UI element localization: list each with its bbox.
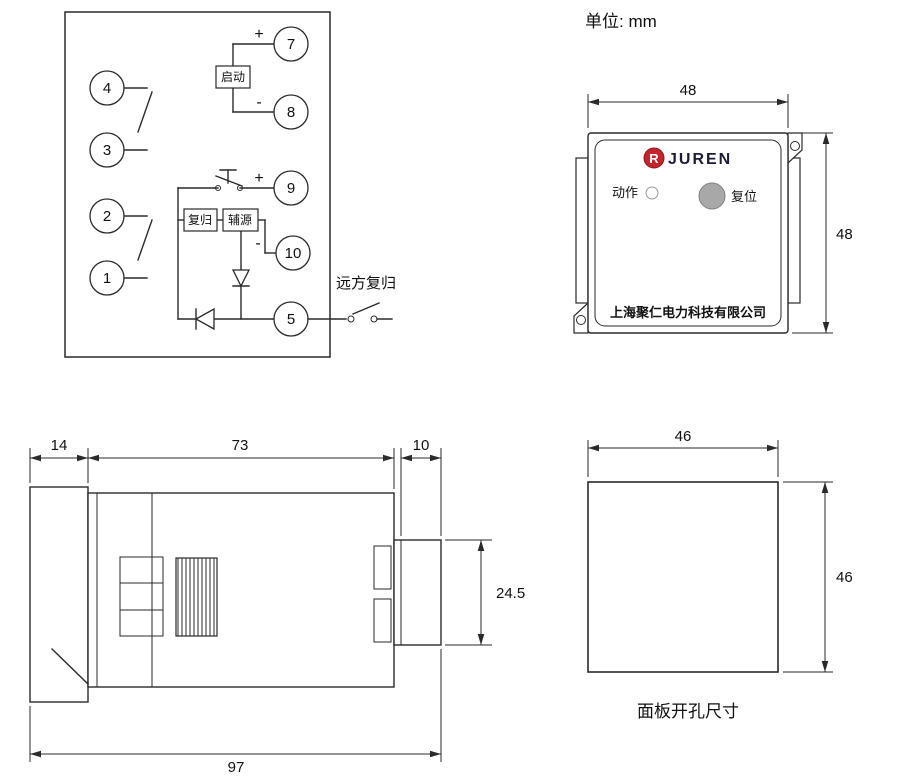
mount-rail-left [575,157,589,304]
terminal-5: 5 [273,301,309,337]
terminal-number: 7 [287,36,295,53]
start-relay-box: 启动 [215,65,251,89]
dim-10: 10 [400,437,442,536]
reset-label: 复归 [188,213,212,227]
remote-reset-switch: 远方复归 [307,274,396,323]
aux-source-box: 辅源 [222,208,259,232]
terminal-number: 8 [287,104,295,121]
terminal-number: 5 [287,311,295,328]
aux-label: 辅源 [228,213,252,227]
dim-text: 14 [51,437,68,454]
contact-dot [237,185,243,191]
dim-width-48: 48 [587,82,789,128]
rail-clip-mechanism [119,556,164,637]
mount-hole-icon [790,141,800,151]
schematic-border [64,11,331,358]
terminal-number: 9 [287,180,295,197]
dim-text: 48 [680,82,697,99]
action-led-icon [645,186,659,200]
terminal-8: 8 [273,94,309,130]
relay-device-side [29,486,442,703]
terminal-number: 3 [103,142,111,159]
terminal-number: 4 [103,80,111,97]
mount-hole-icon [576,315,586,325]
logo-letter: R [649,151,659,166]
brand-logo: R JUREN [643,147,732,169]
device-body [587,132,789,334]
diode-icon [231,269,251,288]
cutout-square [587,481,779,673]
pushbutton-contact [215,169,243,191]
flange-clip-line [51,648,89,685]
polarity-minus-top: - [256,94,261,111]
terminal-4: 4 [89,70,125,106]
mount-rail-right [787,157,801,304]
dim-text: 48 [836,226,853,243]
dim-text: 24.5 [496,585,525,602]
terminal-7: 7 [273,26,309,62]
reset-relay-box: 复归 [183,208,218,232]
diode-icon [194,307,215,331]
unit-label: 单位: mm [585,12,657,31]
clip-spring [175,557,218,637]
dim-text: 73 [232,437,249,454]
cutout-view: 46 46 面板开孔尺寸 [587,428,853,721]
relay-device-front: R JUREN 动作 复位 上海聚仁电力科技有限公司 [573,132,803,334]
case-body [87,492,395,688]
dim-24-5: 24.5 [445,539,525,646]
side-view: 14 73 10 [29,437,525,776]
brand-name: JUREN [668,151,732,168]
terminal-number: 1 [103,270,111,287]
front-view: 48 48 R JUREN 动作 复位 上 [573,82,853,334]
cutout-caption: 面板开孔尺寸 [637,702,739,721]
dim-97: 97 [29,649,442,776]
front-flange [29,486,89,703]
terminal-number: 10 [285,245,302,262]
terminal-screw [373,545,392,590]
terminal-2: 2 [89,198,125,234]
terminal-block [393,539,442,646]
reset-button [698,182,726,210]
dim-text: 46 [836,569,853,586]
switch-dot [347,315,355,323]
action-label: 动作 [612,185,638,200]
dim-text: 46 [675,428,692,445]
terminal-screw [373,598,392,643]
dim-height-48: 48 [792,132,853,334]
logo-ring-icon [643,147,665,169]
dim-46-width: 46 [587,428,779,477]
polarity-minus-mid: - [255,235,260,252]
start-label: 启动 [221,70,245,84]
terminal-1: 1 [89,260,125,296]
wires [123,43,277,320]
polarity-plus-mid: + [254,170,263,187]
mount-ear-bottom-left [573,301,589,334]
terminal-10: 10 [275,235,311,271]
dim-46-height: 46 [783,481,853,673]
remote-reset-label: 远方复归 [336,274,396,292]
company-name: 上海聚仁电力科技有限公司 [610,305,766,320]
terminal-9: 9 [273,170,309,206]
contact-dot [215,185,221,191]
polarity-plus-top: + [254,26,263,43]
dim-73: 73 [88,437,395,489]
dim-14: 14 [29,437,89,483]
dim-text: 10 [413,437,430,454]
terminal-wiring-diagram: 启动 复归 辅源 + - + - 7 8 4 3 [64,11,396,358]
switch-dot [370,315,378,323]
dim-text: 97 [228,759,245,776]
reset-button-label: 复位 [731,189,757,204]
terminal-3: 3 [89,132,125,168]
front-panel [594,139,782,327]
terminal-number: 2 [103,208,111,225]
